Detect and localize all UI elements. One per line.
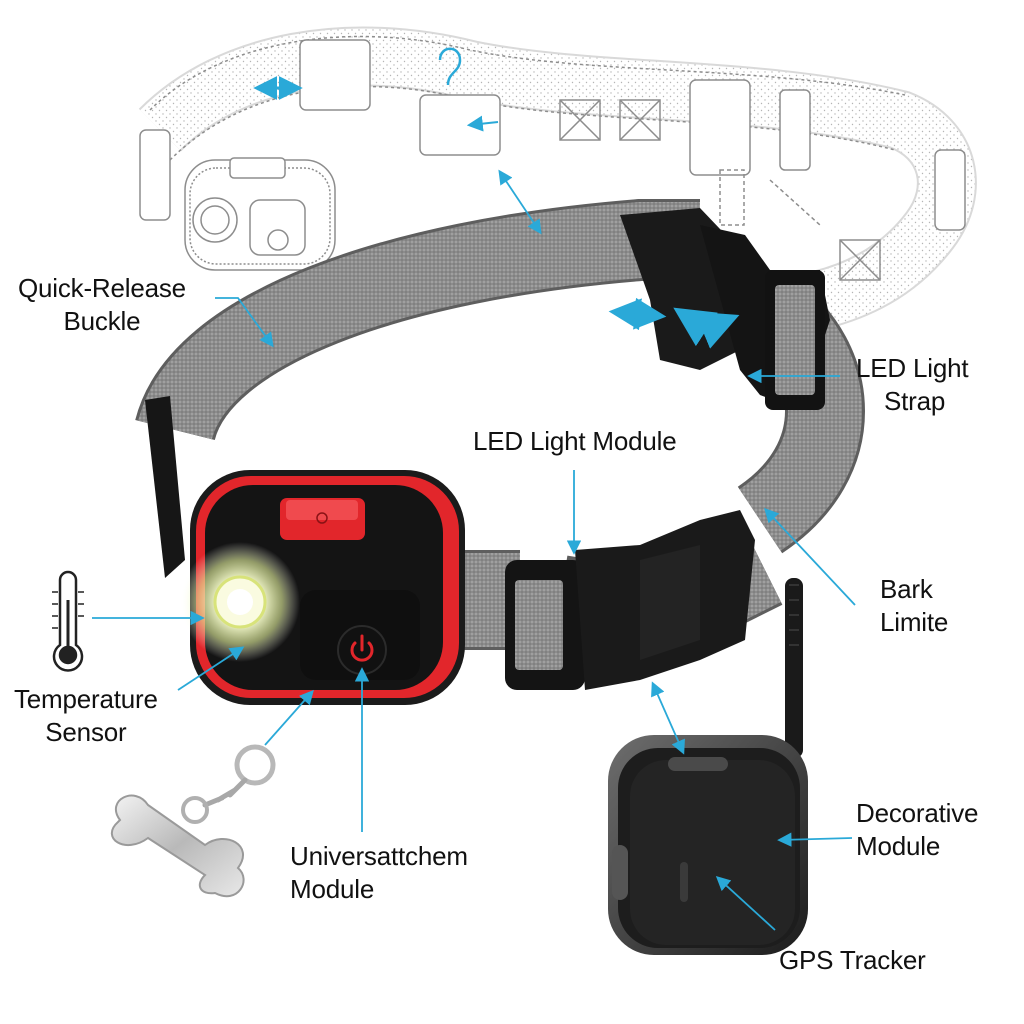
buckle-rotate-arrow	[673, 307, 740, 349]
callout-tag	[264, 689, 314, 746]
callout-buckle-link	[651, 681, 685, 755]
strap-end-tab	[145, 396, 185, 578]
bone-tag-icon	[111, 744, 276, 898]
buckle-slide-arrow	[608, 297, 667, 331]
label-gps-tracker: GPS Tracker	[779, 945, 926, 975]
callout-decorative	[777, 832, 853, 847]
callout-lines	[92, 169, 856, 931]
callout-sketch-link	[498, 169, 542, 235]
gps-tracker	[608, 578, 808, 955]
label-universal-module: Universattchem Module	[290, 841, 468, 904]
callout-temperature-2	[177, 646, 245, 691]
label-temperature-sensor: Temperature Sensor	[14, 684, 158, 747]
label-quick-release: Quick-Release Buckle	[18, 273, 186, 336]
callout-quick-release	[215, 297, 274, 348]
label-decorative-module: Decorative Module	[856, 798, 979, 861]
label-led-light-module: LED Light Module	[473, 426, 677, 456]
led-light-module	[180, 470, 465, 705]
power-icon	[350, 634, 374, 662]
callout-gps	[715, 876, 776, 931]
top-buckle	[620, 208, 830, 410]
label-led-light-strap: LED Light Strap	[856, 353, 969, 416]
callout-bark	[764, 507, 856, 606]
sketch-collar	[138, 26, 977, 330]
bottom-buckle	[505, 510, 755, 690]
sketch-arrow	[466, 115, 499, 132]
thermometer-icon	[52, 570, 84, 672]
label-bark-limite: Bark Limite	[880, 574, 949, 637]
